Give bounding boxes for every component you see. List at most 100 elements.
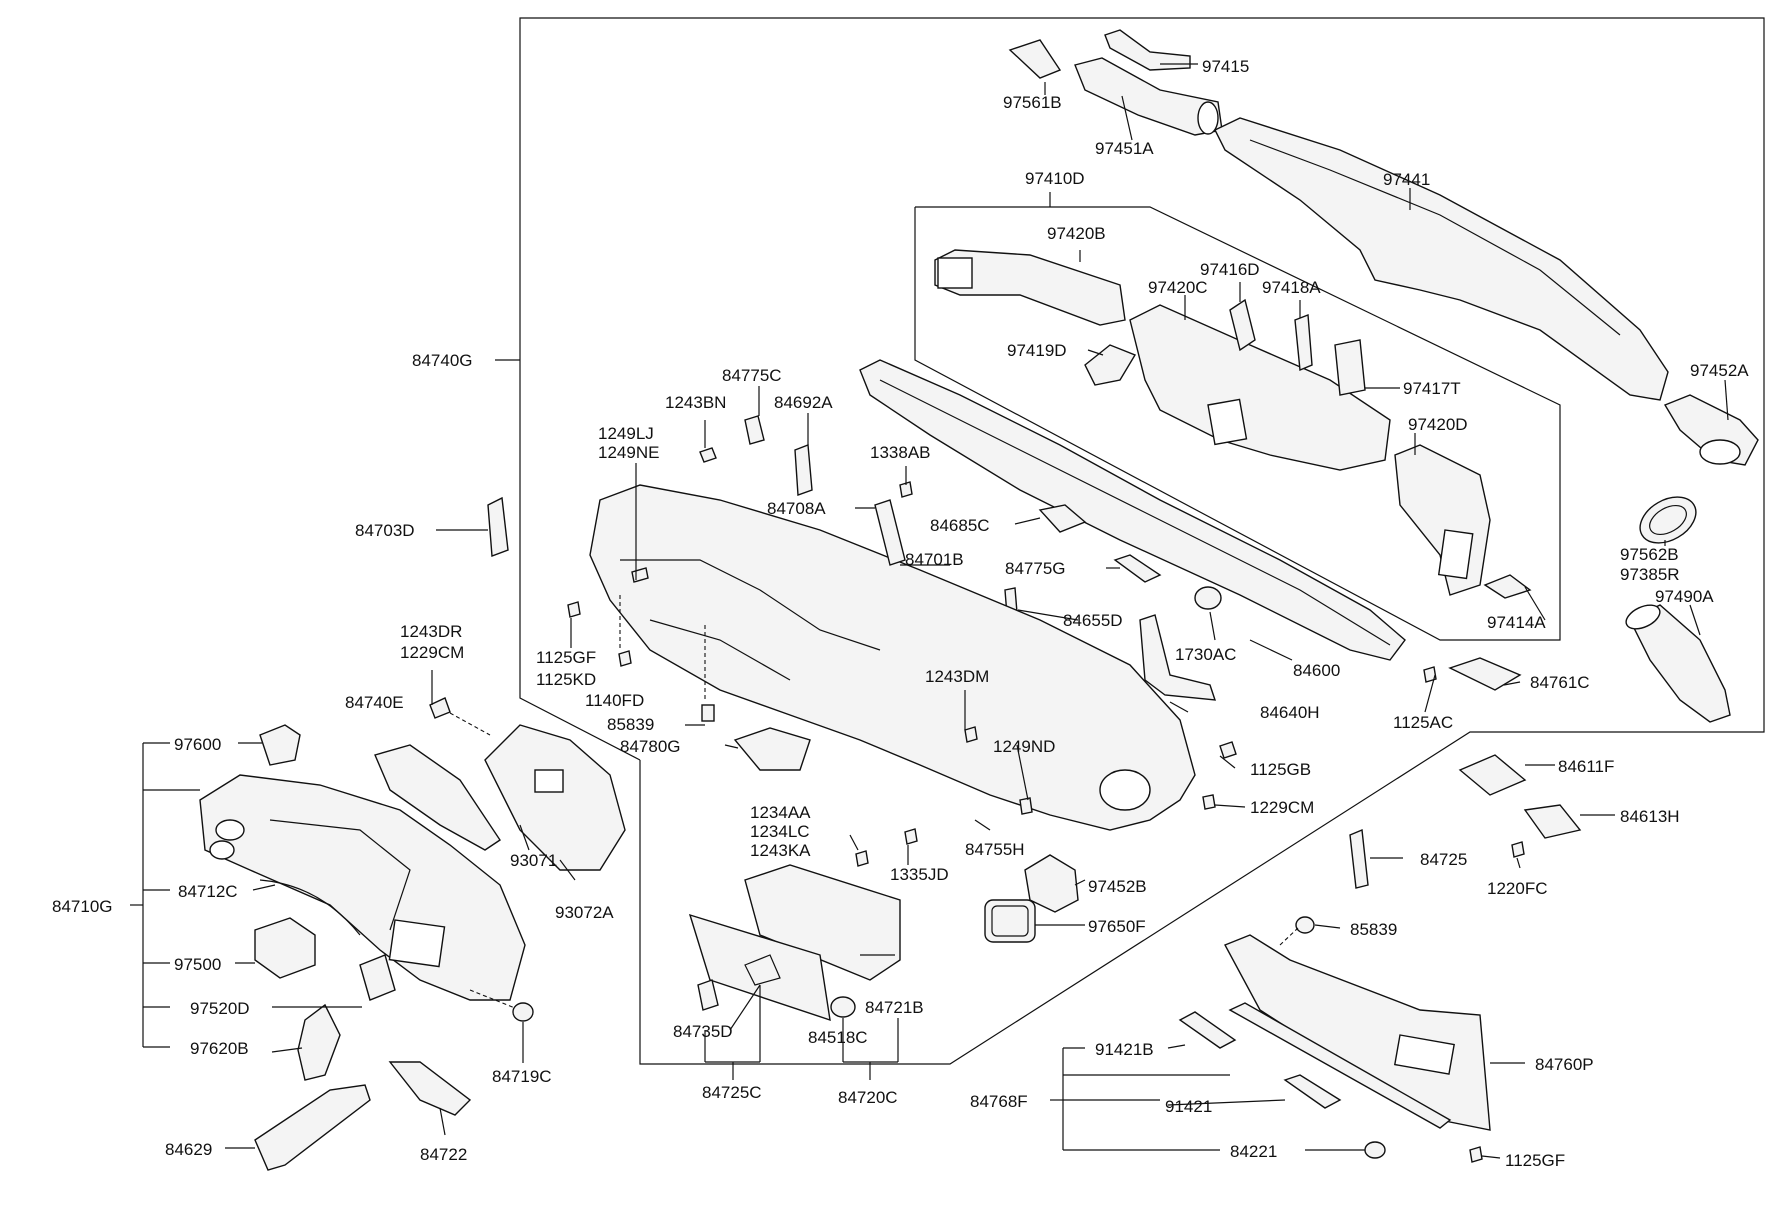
label-84710G: 84710G	[52, 897, 113, 916]
bracket-84720C	[842, 1018, 899, 1080]
label-97420D: 97420D	[1408, 415, 1468, 434]
label-1125GF-a: 1125GF	[536, 648, 596, 667]
label-97441: 97441	[1383, 170, 1430, 189]
crossmember-84600-shape	[859, 359, 1406, 661]
duct-97451A-shape	[1008, 29, 1223, 136]
bracket-97414A-shape	[1483, 574, 1532, 599]
label-97385R: 97385R	[1620, 565, 1680, 584]
label-93071: 93071	[510, 851, 557, 870]
label-97417T: 97417T	[1403, 379, 1461, 398]
cap-84518C-shape	[830, 996, 856, 1018]
fastener-84221-shape	[1364, 1141, 1386, 1159]
bracket-84725C	[704, 985, 761, 1080]
label-84740G: 84740G	[412, 351, 473, 370]
label-1234AA: 1234AA	[750, 803, 811, 822]
glovebox-84721B-shape	[688, 864, 901, 1022]
label-97650F: 97650F	[1088, 917, 1146, 936]
label-1243BN: 1243BN	[665, 393, 726, 412]
label-1249LJ: 1249LJ	[598, 424, 654, 443]
label-91421: 91421	[1165, 1097, 1212, 1116]
part-labels: 97415 97561B 97451A 97441 97410D 97420B …	[52, 57, 1749, 1170]
label-97620B: 97620B	[190, 1039, 249, 1058]
fasteners	[429, 447, 1525, 1163]
label-97500: 97500	[174, 955, 221, 974]
label-84780G: 84780G	[620, 737, 681, 756]
duct-97441-shape	[1214, 117, 1669, 401]
group-frame-upper	[519, 17, 1765, 1065]
tray-84780G-shape	[733, 727, 811, 771]
label-97420B: 97420B	[1047, 224, 1106, 243]
bracket-84640H-shape	[1139, 614, 1217, 701]
assembly-line-3	[449, 712, 491, 736]
label-1249ND: 1249ND	[993, 737, 1055, 756]
grille-97650F-shape	[984, 899, 1036, 943]
label-97600: 97600	[174, 735, 221, 754]
label-1249NE: 1249NE	[598, 443, 659, 462]
bracket-97418A-shape	[1294, 314, 1313, 372]
label-1229CM-a: 1229CM	[400, 643, 464, 662]
duct-97420D-shape	[1394, 444, 1491, 596]
bracket-84708A-shape	[874, 499, 906, 566]
bracket-97520D-shape	[359, 954, 396, 1001]
label-97419D: 97419D	[1007, 341, 1067, 360]
label-1243DM: 1243DM	[925, 667, 989, 686]
bracket-84710G	[130, 742, 200, 1048]
label-1243KA: 1243KA	[750, 841, 811, 860]
label-93072A: 93072A	[555, 903, 614, 922]
label-1229CM-b: 1229CM	[1250, 798, 1314, 817]
crash-pad-84701B-shape	[589, 484, 1196, 831]
label-84725-a: 84725	[1420, 850, 1467, 869]
label-84775G: 84775G	[1005, 559, 1066, 578]
label-85839-b: 85839	[1350, 920, 1397, 939]
switch-panel-93071-shape	[484, 724, 626, 871]
label-1140FD: 1140FD	[585, 691, 644, 710]
label-84629: 84629	[165, 1140, 212, 1159]
label-84768F: 84768F	[970, 1092, 1028, 1111]
label-84760P: 84760P	[1535, 1055, 1594, 1074]
fastener-85839-b-shape	[1295, 916, 1315, 934]
side-cover-84703D-shape	[487, 496, 509, 557]
label-97410D: 97410D	[1025, 169, 1085, 188]
label-84721B: 84721B	[865, 998, 924, 1017]
label-97451A: 97451A	[1095, 139, 1154, 158]
label-84701B: 84701B	[905, 550, 964, 569]
bracket-84685C-shape	[1038, 504, 1087, 533]
label-84722: 84722	[420, 1145, 467, 1164]
label-84712C: 84712C	[178, 882, 238, 901]
label-85839-a: 85839	[607, 715, 654, 734]
strip-84712C-shape	[259, 879, 361, 936]
assembly-line-5	[1279, 927, 1299, 946]
label-84611F: 84611F	[1558, 757, 1614, 776]
grommet-1730AC-shape	[1194, 586, 1222, 610]
label-84613H: 84613H	[1620, 807, 1680, 826]
bracket-84768F-shape	[1228, 1002, 1452, 1129]
bracket-84725-shape	[1349, 828, 1369, 889]
label-1220FC: 1220FC	[1487, 879, 1547, 898]
bracket-84768F	[1050, 1047, 1230, 1151]
label-84735D: 84735D	[673, 1022, 733, 1041]
label-1125GF-b: 1125GF	[1505, 1151, 1565, 1170]
cover-84722-shape	[388, 1061, 472, 1116]
label-84221: 84221	[1230, 1142, 1277, 1161]
duct-97420C-shape	[1129, 304, 1391, 471]
duct-97500-shape	[254, 917, 316, 979]
bracket-84692A-shape	[794, 444, 813, 496]
label-1338AB: 1338AB	[870, 443, 931, 462]
label-97418A: 97418A	[1262, 278, 1321, 297]
label-1125GB: 1125GB	[1250, 760, 1311, 779]
leader-lines	[225, 63, 1729, 1159]
clip-84775C-shape	[744, 415, 765, 445]
cap-84719C-shape	[512, 1002, 534, 1022]
cluster-facia-84710G-shape	[199, 774, 526, 1001]
duct-97600-shape	[259, 724, 301, 766]
label-97520D: 97520D	[190, 999, 250, 1018]
reinforcement-91421B-shape	[1178, 1011, 1237, 1049]
label-84708A: 84708A	[767, 499, 826, 518]
label-84685C: 84685C	[930, 516, 990, 535]
panel-84740E-shape	[374, 744, 501, 851]
label-97420C: 97420C	[1148, 278, 1208, 297]
bracket-84775G-shape	[1113, 554, 1162, 583]
label-84775C: 84775C	[722, 366, 782, 385]
label-97416D: 97416D	[1200, 260, 1260, 279]
